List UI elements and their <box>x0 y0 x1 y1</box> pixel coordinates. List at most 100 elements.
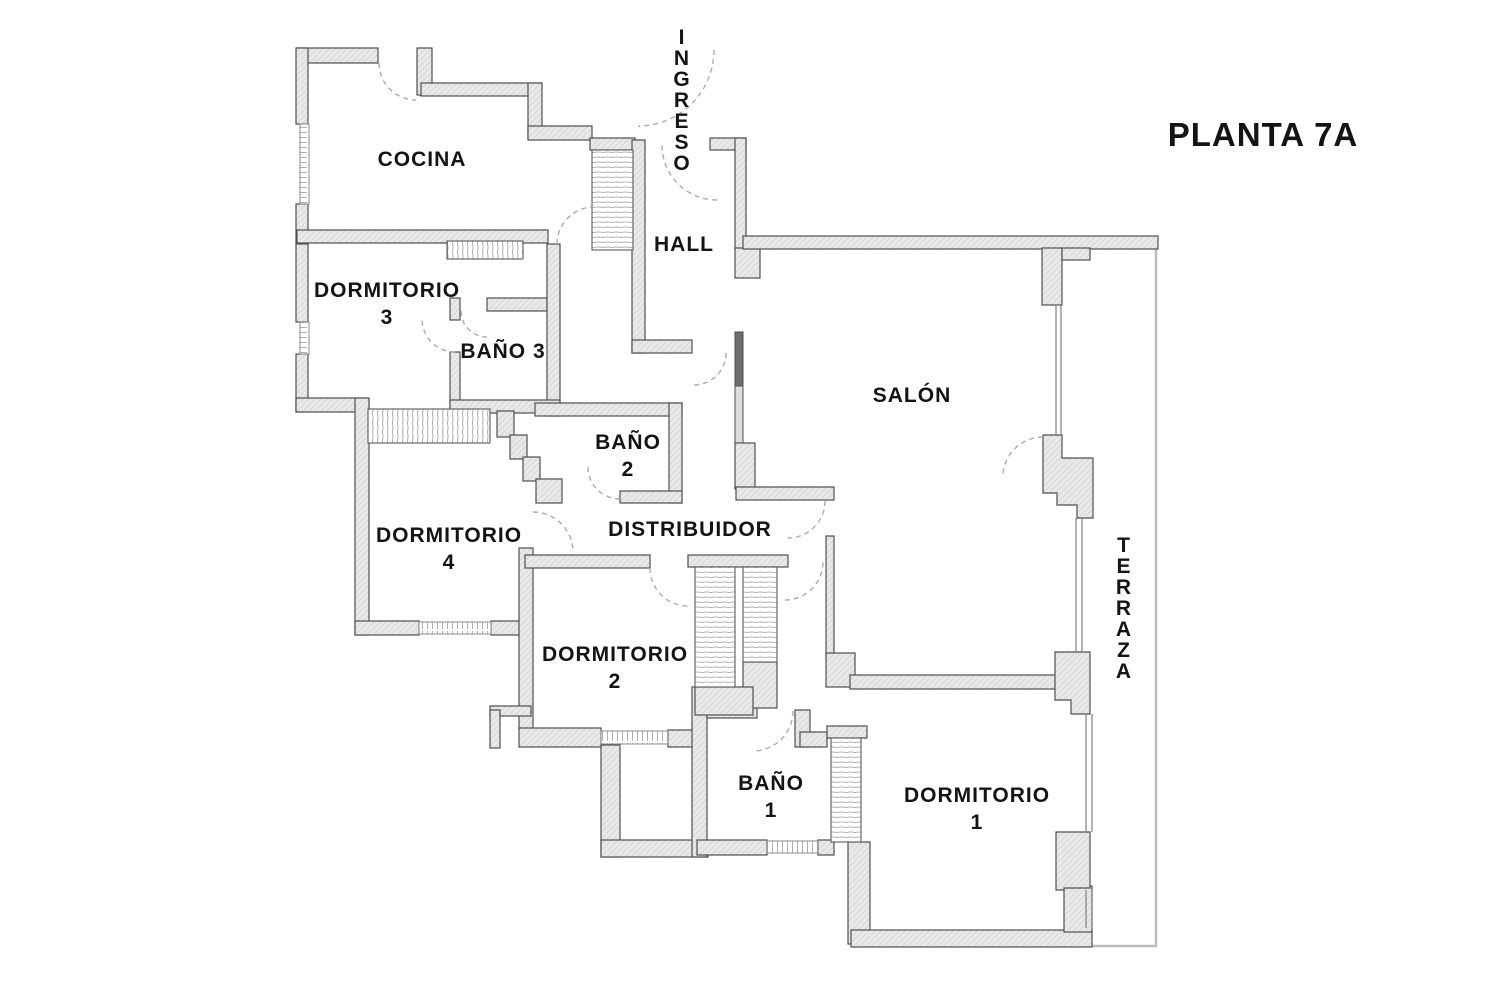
room-number-bano2: 2 <box>622 458 635 481</box>
room-number-bano1: 1 <box>765 799 778 822</box>
wall-segment <box>631 139 646 354</box>
door-swing-arc <box>556 206 595 245</box>
wall-segment <box>295 47 309 125</box>
wall-segment <box>490 620 524 636</box>
wall-segment <box>496 410 515 438</box>
room-label-bano2: BAÑO <box>595 431 661 454</box>
door-swing-arc <box>784 561 824 601</box>
window <box>299 321 310 355</box>
wall-segment <box>295 243 309 323</box>
wall-segment <box>696 839 768 856</box>
door-swing-arc <box>378 62 417 101</box>
room-label-cocina: COCINA <box>378 148 467 171</box>
room-label-hall: HALL <box>654 233 714 256</box>
window <box>766 840 819 854</box>
wardrobe <box>367 408 491 444</box>
room-label-distribuidor: DISTRIBUIDOR <box>608 518 772 541</box>
wall-segment <box>1041 247 1063 306</box>
wall-segment <box>518 727 602 748</box>
wall-segment <box>850 929 1093 948</box>
wall-segment <box>668 402 683 504</box>
wardrobe <box>830 737 862 843</box>
wardrobe <box>446 240 524 260</box>
room-number-dormitorio1: 1 <box>971 811 984 834</box>
wall-segment <box>1055 831 1091 891</box>
wardrobe <box>694 566 736 688</box>
wall-segment <box>354 397 370 636</box>
wall-segment <box>589 137 636 151</box>
wall-segment <box>1061 247 1091 261</box>
window <box>418 621 492 635</box>
wall-segment <box>734 247 761 279</box>
doors <box>378 49 1044 752</box>
wall-segment <box>825 535 835 659</box>
door-swing-arc <box>421 318 456 353</box>
door-swing-arc <box>649 567 689 607</box>
door-swing-arc <box>1002 436 1044 478</box>
wall-segment <box>849 674 1059 690</box>
wall-segment <box>449 297 461 321</box>
wall-segment <box>420 82 542 97</box>
door-swing-arc <box>460 310 488 338</box>
wall-segment <box>799 731 828 748</box>
wall-segment <box>535 478 563 504</box>
wall-segment <box>667 729 695 748</box>
door-swing-arc <box>661 144 718 201</box>
room-label-dormitorio1: DORMITORIO <box>904 784 1050 807</box>
wall-segment <box>522 456 541 482</box>
wall-segment <box>1063 885 1093 933</box>
wall-segment <box>694 686 754 716</box>
room-number-dormitorio4: 4 <box>443 551 456 574</box>
wall-segment <box>296 229 549 244</box>
wall-segment <box>546 243 561 417</box>
wall-segment <box>734 137 747 251</box>
room-label-bano3: BAÑO 3 <box>460 340 545 363</box>
wall-segment <box>826 725 868 739</box>
door-swing-arc <box>752 710 794 752</box>
window <box>299 123 310 205</box>
wall-segment <box>489 709 501 749</box>
door-swing-arc <box>787 500 826 539</box>
wall-segment <box>524 554 651 569</box>
wall-segment <box>847 841 871 945</box>
wall-segment <box>1054 651 1091 715</box>
windows <box>299 123 1093 928</box>
door-swing-arc <box>637 49 715 127</box>
wall-segment <box>1042 434 1094 519</box>
wall-segment <box>354 620 420 636</box>
door-swing-arc <box>587 466 621 500</box>
wardrobe <box>742 566 778 663</box>
wall-segment <box>296 47 379 64</box>
room-label-salon: SALÓN <box>873 383 952 407</box>
wall-segment <box>619 490 683 504</box>
room-label-dormitorio3: DORMITORIO <box>314 279 460 302</box>
room-label-bano1: BAÑO <box>738 772 804 795</box>
window <box>600 730 669 745</box>
wall-segment <box>486 297 548 312</box>
wall-segment <box>527 125 593 141</box>
plan-title: PLANTA 7A <box>1168 116 1359 153</box>
room-number-dormitorio2: 2 <box>609 670 622 693</box>
wall-segment <box>518 547 534 731</box>
wardrobe <box>591 149 634 251</box>
wall-segment <box>742 235 1159 250</box>
wall-segment <box>534 402 683 417</box>
wall-segment <box>735 486 835 501</box>
wall-segment <box>734 442 756 490</box>
walls <box>295 47 1159 948</box>
wall-segment <box>734 331 744 389</box>
room-label-dormitorio2: DORMITORIO <box>542 643 688 666</box>
door-swing-arc <box>532 511 574 553</box>
terrace-outline <box>1091 248 1158 948</box>
wardrobes <box>367 149 862 843</box>
wall-segment <box>631 339 693 354</box>
wall-segment <box>509 434 528 460</box>
door-swing-arc <box>693 352 727 386</box>
room-label-dormitorio4: DORMITORIO <box>376 524 522 547</box>
room-number-dormitorio3: 3 <box>381 306 394 329</box>
